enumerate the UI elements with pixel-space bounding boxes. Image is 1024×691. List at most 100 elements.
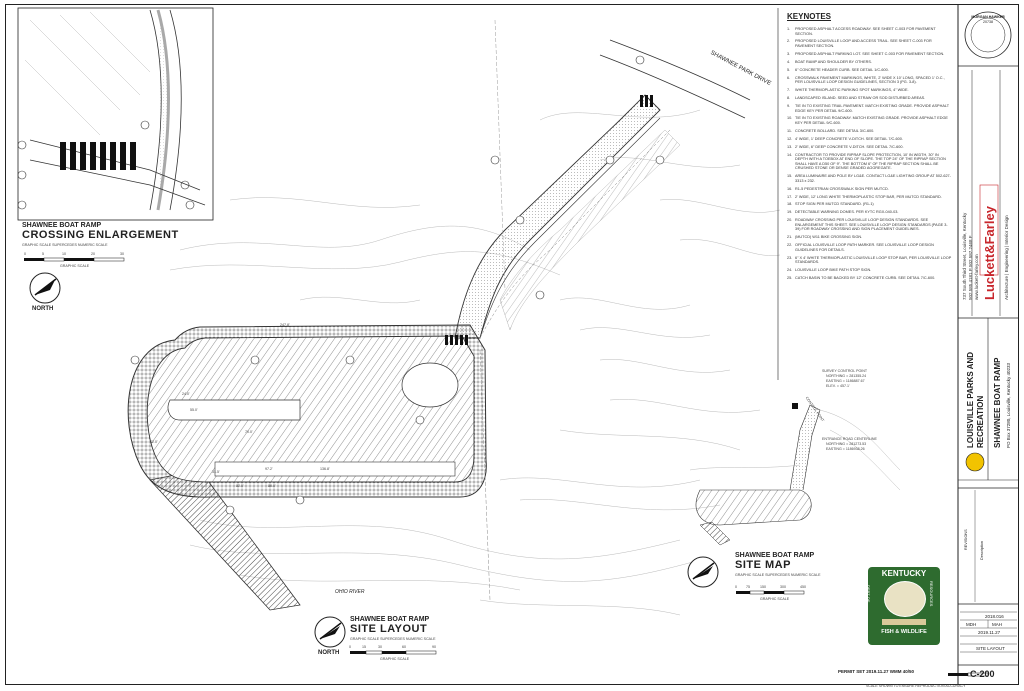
keynote-item: 8. LANDSCAPED ISLAND. SEED AND STRAW OR S… xyxy=(787,96,952,101)
scale-tick: 60 xyxy=(402,645,406,649)
keynote-text: 2' WIDE, 6" DEEP CONCRETE V-DITCH. SEE D… xyxy=(795,144,904,149)
kdfwr-left-text: DEPT OF xyxy=(866,585,871,603)
kdfwr-fish-icon xyxy=(882,619,926,625)
keynote-text: TIE IN TO EXISTING TRAIL PAVEMENT. MATCH… xyxy=(795,103,949,113)
scale-tick: 450 xyxy=(800,585,806,589)
scale-warning: SCALE SHOWN TO ENSURE REPRODUCTION ACCUR… xyxy=(866,684,966,688)
keynote-item: 10.TIE IN TO EXISTING ROADWAY. MATCH EXI… xyxy=(787,116,952,125)
keynote-item: 19.DETECTABLE WARNING DOMES. PER KYTC RG… xyxy=(787,210,952,215)
sheet-number: C-200 xyxy=(970,669,995,679)
keynote-text: TIE IN TO EXISTING ROADWAY. MATCH EXISTI… xyxy=(795,116,948,125)
keynote-number: 14. xyxy=(787,152,793,157)
keynote-item: 9.TIE IN TO EXISTING TRAIL PAVEMENT. MAT… xyxy=(787,104,952,113)
scale-bar-enlargement xyxy=(24,257,125,262)
survey-elev: ELEV. = 457.1' xyxy=(826,384,850,388)
centerline-title: ENTRANCE ROAD CENTERLINE xyxy=(822,437,877,441)
revisions-label: REVISIONS xyxy=(964,529,968,550)
sheet-title: SITE LAYOUT xyxy=(976,646,1005,651)
firm-logo: Luckett&Farley xyxy=(982,206,997,300)
survey-easting: EASTING = 1186887.67 xyxy=(826,379,865,383)
keynote-number: 13. xyxy=(787,144,793,149)
keynote-item: 14.CONTRACTOR TO PROVIDE RIPRAP SLOPE PR… xyxy=(787,153,952,171)
keynote-text: CONCRETE BOLLARD. SEE DETAIL 3/C-600. xyxy=(795,128,875,133)
keynote-text: LOUISVILLE LOOP BIKE PATH STOP SIGN. xyxy=(795,268,872,273)
enlargement-north-label: NORTH xyxy=(32,306,54,312)
seal-name: MORGAN HAWKER xyxy=(971,15,1005,19)
kdfwr-kentucky: KENTUCKY xyxy=(881,569,927,578)
project-number: 2018.016 xyxy=(985,614,1004,619)
site-map-scale-label: GRAPHIC SCALE xyxy=(760,597,790,601)
keynote-number: 24. xyxy=(787,268,793,273)
keynote-item: 1. PROPOSED ASPHALT ACCESS ROADWAY. SEE S… xyxy=(787,27,952,36)
keynote-number: 3. xyxy=(787,51,791,56)
permit-stamp: PERMIT SET 2019.11.27 WMM 40/50 xyxy=(838,669,915,674)
keynote-text: CATCH BASIN TO BE BACKED BY 12" CONCRETE… xyxy=(795,276,936,281)
keynote-text: PROPOSED LOUISVILLE LOOP AND ACCESS TRAI… xyxy=(795,39,932,49)
firm-address: 737 South Third Street, Louisville, Kent… xyxy=(962,212,967,300)
keynote-number: 22. xyxy=(787,243,793,248)
keynotes-title: KEYNOTES xyxy=(787,12,832,21)
keynote-text: STOP SIGN PER MUTCD STANDARD. (R1-1) xyxy=(795,202,874,207)
dimension-label: 82.0' xyxy=(236,484,244,488)
enlargement-project: SHAWNEE BOAT RAMP xyxy=(22,222,102,229)
site-layout-title: SITE LAYOUT xyxy=(350,623,428,635)
keynote-item: 15.AREA LUMINAIRE AND POLE BY LG&E. CONT… xyxy=(787,174,952,183)
keynote-number: 1. xyxy=(787,27,791,31)
project-address: PO Box 37280, Louisville, Kentucky 40233 xyxy=(1006,362,1011,448)
keynotes-list: 1. PROPOSED ASPHALT ACCESS ROADWAY. SEE S… xyxy=(787,27,952,284)
keynote-item: 13.2' WIDE, 6" DEEP CONCRETE V-DITCH. SE… xyxy=(787,145,952,150)
keynote-text: DETECTABLE WARNING DOMES. PER KYTC RGX-0… xyxy=(795,210,899,215)
scale-tick: 10 xyxy=(62,252,66,256)
enlargement-scale-note: GRAPHIC SCALE SUPERCEDES NUMERIC SCALE xyxy=(22,243,108,247)
keynote-number: 21. xyxy=(787,235,793,240)
keynote-number: 17. xyxy=(787,194,793,199)
scale-bar-site-map xyxy=(736,590,805,595)
dimension-label: 247.8' xyxy=(280,323,290,327)
keynote-text: CONTRACTOR TO PROVIDE RIPRAP SLOPE PROTE… xyxy=(795,152,946,171)
keynote-number: 6. xyxy=(787,75,791,80)
site-map-project: SHAWNEE BOAT RAMP xyxy=(735,552,815,559)
keynote-text: PROPOSED ASPHALT ACCESS ROADWAY. SEE SHE… xyxy=(795,27,936,36)
keynote-number: 10. xyxy=(787,116,793,121)
keynote-text: 2' WIDE, 12' LONG WHITE THERMOPLASTIC ST… xyxy=(795,194,942,199)
scale-tick: 5 xyxy=(42,252,44,256)
keynote-text: (MUTCD) W11 BIKE CROSSING SIGN. xyxy=(795,235,863,240)
keynote-number: 12. xyxy=(787,136,793,141)
scale-tick: 15 xyxy=(362,645,366,649)
site-layout-north-label: NORTH xyxy=(318,650,340,656)
keynote-item: 4.BOAT RAMP AND SHOULDER BY OTHERS. xyxy=(787,60,952,65)
scale-tick: 20 xyxy=(91,252,95,256)
site-map-title: SITE MAP xyxy=(735,559,791,571)
keynote-item: 21.(MUTCD) W11 BIKE CROSSING SIGN. xyxy=(787,235,952,240)
keynote-number: 16. xyxy=(787,186,793,191)
crosswalk-markings xyxy=(445,95,653,345)
keynote-item: 23.6" X 4' WHITE THERMOPLASTIC LOUISVILL… xyxy=(787,256,952,265)
keynote-number: 2. xyxy=(787,39,791,44)
client-name: LOUISVILLE PARKS AND RECREATION xyxy=(966,351,985,448)
scale-tick: 0 xyxy=(735,585,737,589)
keynote-text: 6" X 4' WHITE THERMOPLASTIC LOUISVILLE L… xyxy=(795,255,952,265)
enlargement-scale-label: GRAPHIC SCALE xyxy=(60,264,90,268)
landscaped-island xyxy=(167,399,301,421)
keynote-number: 23. xyxy=(787,255,793,260)
reproduction-scale-ruler xyxy=(948,672,989,677)
keynote-text: LANDSCAPED ISLAND. SEED AND STRAW OR SOD… xyxy=(795,96,926,101)
dimension-label: 55.0' xyxy=(190,408,198,412)
keynote-number: 11. xyxy=(787,128,792,133)
keynote-item: 3.PROPOSED ASPHALT PARKING LOT. SEE SHEE… xyxy=(787,52,952,57)
keynote-text: 6" CONCRETE HEADER CURB. SEE DETAIL 1/C-… xyxy=(795,67,889,72)
dimension-label: 42.0' xyxy=(150,440,158,444)
keynote-text: AREA LUMINAIRE AND POLE BY LG&E. CONTACT… xyxy=(795,174,951,183)
keynote-text: 4' WIDE, 1' DEEP CONCRETE V-DITCH. SEE D… xyxy=(795,136,903,141)
site-map-lot xyxy=(695,489,812,526)
scale-tick: 0 xyxy=(24,252,26,256)
keynote-item: 22.OFFICIAL LOUISVILLE LOOP PATH MARKER.… xyxy=(787,243,952,252)
dimension-label: 70.0' xyxy=(245,430,253,434)
keynote-number: 19. xyxy=(787,210,793,215)
centerline-northing: NORTHING = 281273.53 xyxy=(826,442,867,446)
scale-tick: 30 xyxy=(120,252,124,256)
keynote-item: 5.6" CONCRETE HEADER CURB. SEE DETAIL 1/… xyxy=(787,68,952,73)
site-layout-project: SHAWNEE BOAT RAMP xyxy=(350,616,430,623)
keynote-number: 8. xyxy=(787,96,791,101)
